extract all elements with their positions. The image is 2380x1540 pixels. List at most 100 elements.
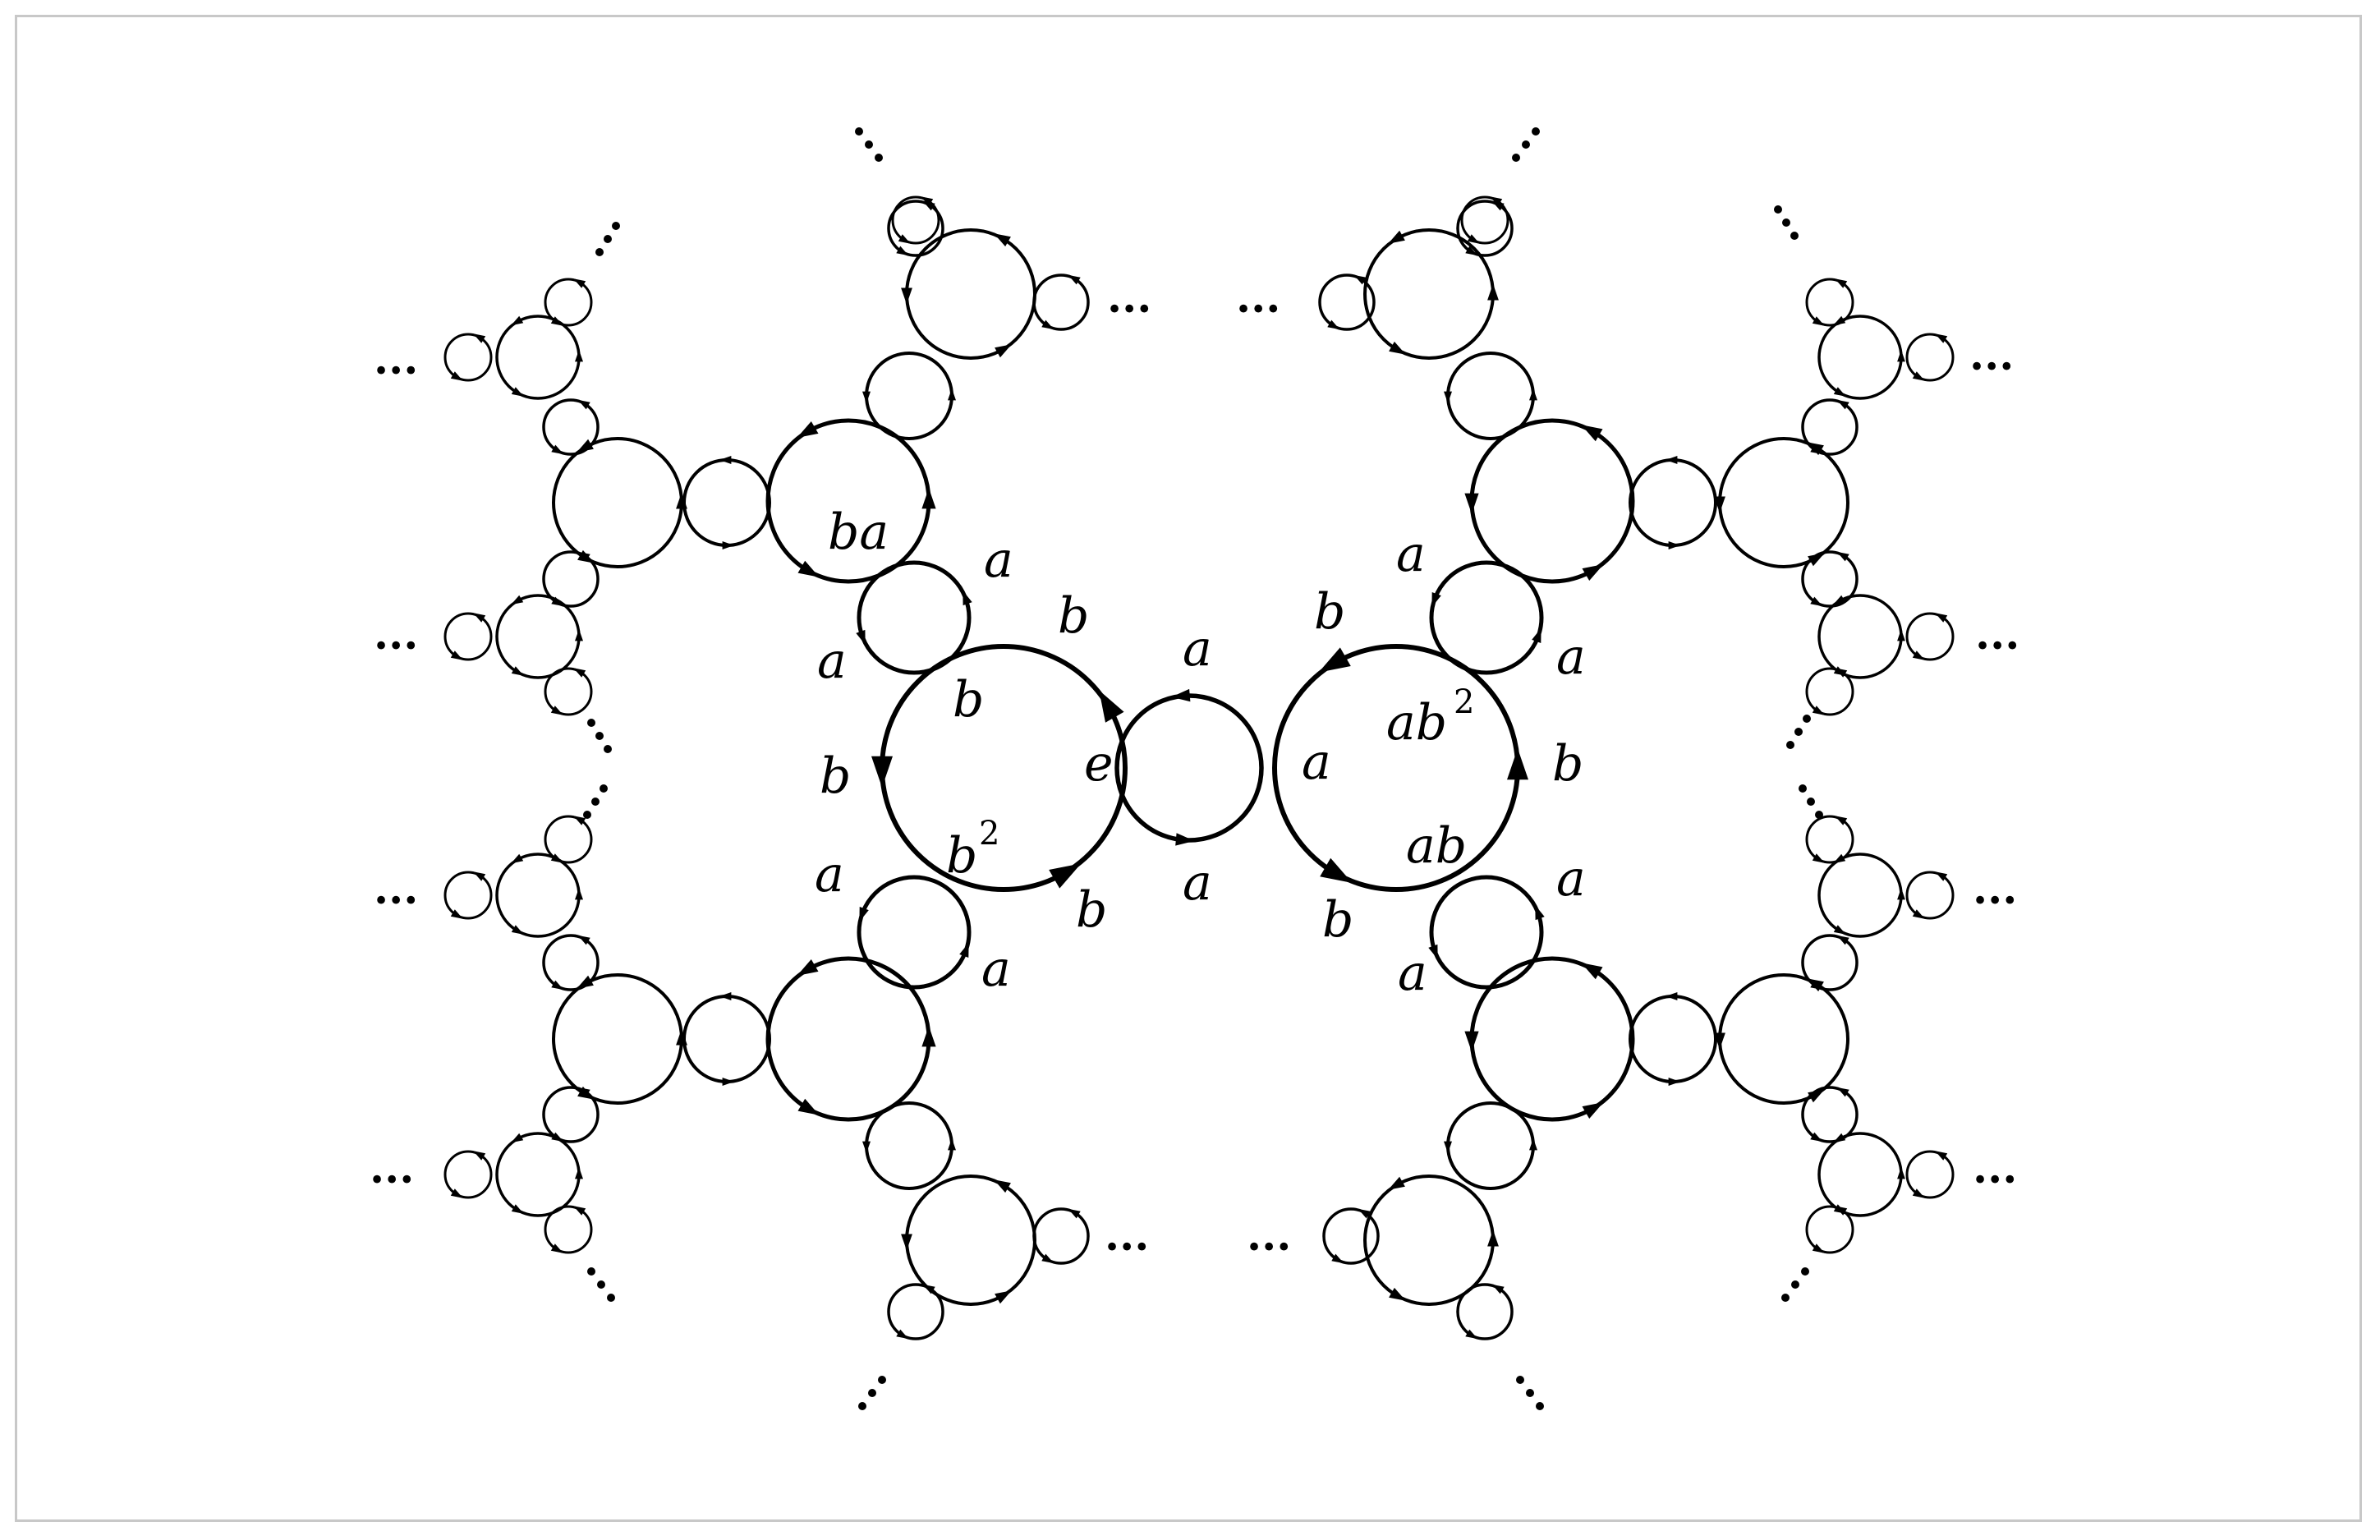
cycle-a-l3-9-arrow-0 (1836, 399, 1849, 410)
dots-lower-right-2 (1781, 1294, 1790, 1302)
cycle-b-l3-1-arrow-1 (676, 492, 687, 509)
cycle-a-l2-5-arrow-0 (1666, 456, 1678, 464)
cycle-a-l4-13-arrow-1 (1912, 650, 1925, 660)
cycle-a-l4-7-arrow-0 (473, 1151, 486, 1161)
cycle-b-l3-8-arrow-1 (1389, 1287, 1406, 1301)
cycle-b-l4-6 (1817, 594, 1903, 679)
cycle-a-l3-7 (887, 1283, 944, 1340)
cycle-b-l4-4-arrow-1 (575, 1167, 583, 1179)
cycle-a-l4-18 (1805, 1205, 1854, 1254)
cycle-b-ul-arrow-2 (797, 560, 820, 577)
cycle-a-l4-11-arrow-0 (1935, 333, 1948, 343)
cycle-a-l4-11 (1905, 333, 1955, 382)
cycle-a-center-arrow-0 (1171, 688, 1191, 702)
cycle-a-l2-6-arrow-1 (1444, 391, 1452, 403)
cycle-a-l2-2 (865, 352, 953, 440)
cycle-a-l4-12-arrow-1 (1812, 316, 1825, 326)
cycle-b-left-arrow-0 (1099, 690, 1124, 723)
cycle-b-right-arrow-2 (1320, 857, 1353, 883)
edge-label-a-ul-inner: a (817, 632, 847, 690)
dots-upper-left-2 (595, 248, 604, 256)
cycle-a-l4-8 (544, 1205, 593, 1254)
edge-label-a-ll-inner: a (815, 846, 844, 903)
cycle-b-l3-8-arrow-2 (1487, 1230, 1499, 1247)
cycle-b-l3-2-arrow-1 (995, 344, 1012, 358)
cycle-b-l4-3 (495, 853, 581, 938)
cycle-b-l3-5-arrow-2 (1808, 553, 1825, 567)
dots-top-left-2 (875, 154, 883, 162)
vertex-label-a: a (1302, 733, 1331, 791)
cycle-a-l2-8-arrow-1 (1444, 1141, 1452, 1153)
cycle-b-l4-5 (1817, 315, 1903, 400)
cycle-a-l2-1 (682, 458, 771, 547)
cycle-b-l4-2-arrow-2 (511, 666, 524, 676)
ellipsis-7: ... (1105, 1211, 1149, 1261)
cycle-a-l2-3-arrow-1 (722, 1078, 734, 1086)
cycle-a-l4-3-arrow-1 (450, 650, 463, 660)
cycle-a-ur-arrow-1 (1532, 627, 1541, 643)
cycle-b-l3-5 (1718, 437, 1849, 568)
ellipsis-6: ... (1236, 273, 1280, 323)
dots-bottom-left-0 (858, 1402, 866, 1410)
cycle-a-ul-arrow-1 (856, 629, 866, 645)
cycle-b-l3-4-arrow-2 (901, 1234, 912, 1251)
cycle-a-lr-arrow-0 (1428, 944, 1438, 959)
cycle-a-l3-16-arrow-0 (1358, 1208, 1371, 1219)
edge-label-b-bottom-right: b (1322, 891, 1353, 949)
cycle-a-l3-14 (1801, 1086, 1859, 1143)
dots-top-left-1 (865, 140, 873, 149)
cycle-a-l4-3-arrow-0 (473, 613, 486, 623)
edge-label-a-lr-outer: a (1398, 945, 1427, 1002)
dots-lower-left-2 (607, 1294, 615, 1302)
cycle-a-ur (1429, 560, 1544, 675)
cycle-a-l4-5 (443, 871, 493, 920)
dots-upper-right-2 (1790, 232, 1799, 240)
cycle-b-l3-8 (1363, 1175, 1495, 1306)
dots-bottom-right-0 (1536, 1402, 1544, 1410)
cycle-b-ul-arrow-0 (797, 421, 819, 438)
cycle-a-l4-5-arrow-0 (473, 871, 486, 881)
cycle-b-l4-3-arrow-2 (511, 925, 524, 935)
cycle-b-l4-4 (495, 1132, 581, 1217)
cycle-b-l3-6-arrow-0 (1388, 230, 1405, 244)
cycle-a-l3-15-arrow-1 (1465, 1329, 1478, 1340)
cycle-a-l4-14-arrow-1 (1812, 706, 1825, 715)
edge-label-a-lr-inner: a (1556, 850, 1586, 908)
cycle-a-l3-15 (1456, 1283, 1514, 1340)
cycle-a-l2-4-arrow-0 (948, 1138, 956, 1151)
cycle-b-l3-3-arrow-0 (577, 975, 594, 989)
cycle-a-l4-18-arrow-1 (1812, 1243, 1825, 1253)
ellipsis-3: ... (374, 864, 418, 914)
dots-bottom-right-2 (1516, 1376, 1524, 1384)
cycle-a-l4-15-arrow-1 (1912, 909, 1925, 919)
cycle-a-l3-2-arrow-0 (577, 551, 590, 562)
cycle-b-l4-5-arrow-1 (1897, 350, 1905, 362)
cycle-b-l4-7-arrow-2 (1833, 925, 1846, 935)
cycle-b-lr (1469, 956, 1635, 1122)
cycle-a-l4-10-arrow-0 (1490, 196, 1503, 206)
cycle-a-l2-2-arrow-0 (948, 388, 956, 401)
edge-label-b-top-right: b (1314, 583, 1345, 641)
dots-mid-right-2-0 (1799, 784, 1807, 793)
cycle-b-right-arrow-0 (1318, 647, 1351, 673)
cycle-a-l4-16-arrow-1 (1812, 853, 1825, 863)
figure-frame (15, 15, 2362, 1522)
cycle-b-l3-7-arrow-1 (1714, 1032, 1725, 1050)
cycle-b-lr-arrow-2 (1582, 1102, 1604, 1119)
cycle-a-l4-1-arrow-1 (450, 371, 463, 381)
cycle-a-l4-2-arrow-1 (550, 316, 563, 326)
cycle-a-l3-4-arrow-0 (1068, 274, 1081, 285)
cycle-a-l4-6-arrow-0 (573, 816, 586, 825)
cycle-a-l2-5-arrow-1 (1668, 541, 1680, 549)
cycle-b-l4-6-arrow-0 (1833, 595, 1846, 605)
cycle-a-l3-12 (1318, 274, 1376, 331)
cycle-b-ur-arrow-2 (1582, 564, 1604, 581)
cycle-b-l3-3-arrow-1 (676, 1028, 687, 1046)
cycle-b-l3-5-arrow-1 (1714, 496, 1725, 513)
cycle-a-l4-18-arrow-0 (1835, 1206, 1848, 1216)
dots-mid-right-1-0 (1803, 715, 1811, 723)
cycle-b-l3-6-arrow-2 (1487, 283, 1499, 301)
cycle-b-ll-arrow-1 (921, 1026, 936, 1047)
cycle-a-l3-2 (542, 550, 600, 608)
cycle-b-ul-arrow-1 (921, 488, 936, 509)
